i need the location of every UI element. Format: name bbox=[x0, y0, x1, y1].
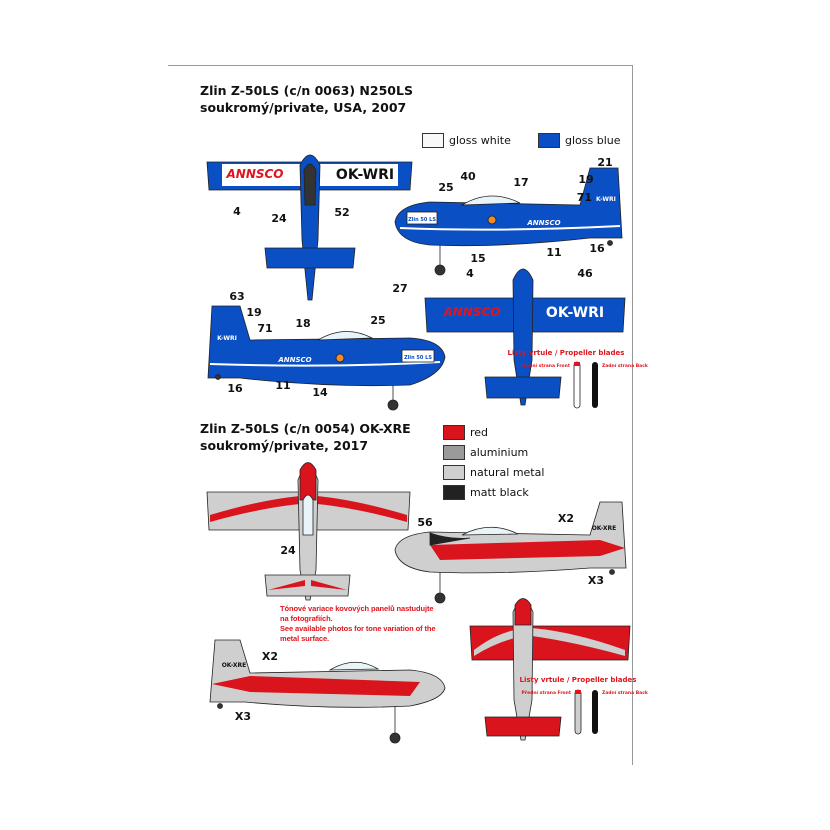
callout: 16 bbox=[589, 242, 605, 255]
prop-blade-front bbox=[573, 361, 581, 409]
callout: 11 bbox=[275, 379, 290, 392]
legend-matt-black: matt black bbox=[443, 485, 529, 500]
scheme2-title-line1: Zlin Z-50LS (c/n 0054) OK-XRE bbox=[200, 421, 411, 436]
prop-blade-back bbox=[592, 362, 598, 408]
scheme1-side-view-left: Zlin 50 LS K-WRI ANNSCO bbox=[207, 305, 446, 411]
legend-natural-metal: natural metal bbox=[443, 465, 544, 480]
note-line: Tónové variace kovových panelů nastudujt… bbox=[280, 604, 434, 613]
legend-gloss-white: gloss white bbox=[422, 133, 511, 148]
callout: 16 bbox=[227, 382, 243, 395]
swatch-white bbox=[422, 133, 444, 148]
fuselage-text: Zlin 50 LS bbox=[404, 355, 432, 361]
callout: 21 bbox=[597, 156, 612, 169]
callout: 71 bbox=[257, 322, 272, 335]
note-line: See available photos for tone variation … bbox=[280, 624, 436, 633]
tail-registration: OK-XRE bbox=[592, 525, 617, 532]
tail-registration: K-WRI bbox=[217, 335, 237, 342]
scheme2-propeller-blades: Listy vrtule / Propeller blades Přední s… bbox=[520, 676, 649, 735]
callout: 27 bbox=[392, 282, 407, 295]
prop-title: Listy vrtule / Propeller blades bbox=[508, 349, 625, 357]
prop-front-label: Přední strana Front bbox=[521, 362, 571, 369]
legend-red: red bbox=[443, 425, 488, 440]
scheme2-side-view-right: OK-XRE bbox=[394, 501, 627, 604]
scheme1-propeller-blades: Listy vrtule / Propeller blades Přední s… bbox=[508, 349, 649, 409]
scheme1-bottom-view: ANNSCO OK-WRI bbox=[424, 268, 626, 406]
prop-blade-front bbox=[574, 689, 582, 735]
note-line: metal surface. bbox=[280, 634, 330, 643]
swatch-matt-black bbox=[443, 485, 465, 500]
prop-back-label: Zadní strana Back bbox=[602, 689, 649, 696]
callout: 24 bbox=[271, 212, 287, 225]
callout: 52 bbox=[334, 206, 349, 219]
callout: 17 bbox=[513, 176, 528, 189]
scheme1-top-view: ANNSCO OK-WRI bbox=[206, 154, 413, 301]
scheme1-title-line2: soukromý/private, USA, 2007 bbox=[200, 100, 407, 115]
legend-label: gloss white bbox=[449, 134, 511, 147]
legend-label: red bbox=[470, 426, 489, 439]
callout: 46 bbox=[577, 267, 593, 280]
fuselage-logo: ANNSCO bbox=[526, 219, 560, 227]
wing-registration: OK-WRI bbox=[546, 305, 604, 321]
callout: 71 bbox=[577, 191, 592, 204]
callout: 63 bbox=[229, 290, 244, 303]
callout: 15 bbox=[470, 252, 485, 265]
scheme2-bottom-view bbox=[469, 598, 631, 741]
scheme2-title-line2: soukromý/private, 2017 bbox=[200, 438, 369, 453]
swatch-blue bbox=[538, 133, 560, 148]
note-line: na fotografiích. bbox=[280, 614, 333, 623]
fuselage-logo: ANNSCO bbox=[277, 356, 311, 364]
fuselage-text: Zlin 50 LS bbox=[408, 217, 436, 223]
scheme2-top-view bbox=[206, 462, 411, 601]
sheet-border-right bbox=[632, 65, 633, 765]
legend-gloss-blue: gloss blue bbox=[538, 133, 621, 148]
callout: X2 bbox=[262, 650, 278, 663]
swatch-natural-metal bbox=[443, 465, 465, 480]
legend-aluminium: aluminium bbox=[443, 445, 528, 460]
callout: 24 bbox=[280, 544, 296, 557]
legend-label: gloss blue bbox=[565, 134, 621, 147]
callout: 56 bbox=[417, 516, 433, 529]
callout: 18 bbox=[295, 317, 310, 330]
swatch-red bbox=[443, 425, 465, 440]
callout: X3 bbox=[588, 574, 604, 587]
callout: 40 bbox=[460, 170, 476, 183]
callout: 4 bbox=[233, 205, 241, 218]
tail-registration: OK-XRE bbox=[222, 662, 247, 669]
callout: 25 bbox=[438, 181, 453, 194]
callout: 25 bbox=[370, 314, 385, 327]
callout: 14 bbox=[312, 386, 328, 399]
prop-tip bbox=[575, 690, 581, 694]
scheme2-side-view-left: OK-XRE bbox=[209, 639, 446, 744]
scheme1-title-line1: Zlin Z-50LS (c/n 0063) N250LS bbox=[200, 83, 413, 98]
wing-registration: OK-WRI bbox=[336, 167, 394, 183]
scheme1-side-view-right: Zlin 50 LS K-WRI ANNSCO bbox=[394, 167, 623, 276]
prop-front-label: Přední strana Front bbox=[522, 689, 572, 696]
wing-logo-text: ANNSCO bbox=[225, 167, 283, 181]
callout: 19 bbox=[246, 306, 261, 319]
swatch-aluminium bbox=[443, 445, 465, 460]
prop-back-label: Zadní strana Back bbox=[602, 362, 649, 369]
scheme1-title: Zlin Z-50LS (c/n 0063) N250LS soukromý/p… bbox=[200, 82, 413, 116]
scheme2-title: Zlin Z-50LS (c/n 0054) OK-XRE soukromý/p… bbox=[200, 420, 411, 454]
tone-variation-note: Tónové variace kovových panelů nastudujt… bbox=[280, 604, 436, 644]
callout: 4 bbox=[466, 267, 474, 280]
legend-label: aluminium bbox=[470, 446, 529, 459]
prop-blade-back bbox=[592, 690, 598, 734]
callout: 11 bbox=[546, 246, 561, 259]
legend-label: natural metal bbox=[470, 466, 545, 479]
legend-label: matt black bbox=[470, 486, 529, 499]
sheet-border-top bbox=[168, 65, 633, 66]
prop-title: Listy vrtule / Propeller blades bbox=[520, 676, 637, 684]
callout: X3 bbox=[235, 710, 251, 723]
tail-registration: K-WRI bbox=[596, 196, 616, 203]
callout: X2 bbox=[558, 512, 574, 525]
callout: 19 bbox=[578, 173, 593, 186]
prop-tip bbox=[574, 362, 580, 366]
wing-logo-text: ANNSCO bbox=[442, 305, 500, 319]
